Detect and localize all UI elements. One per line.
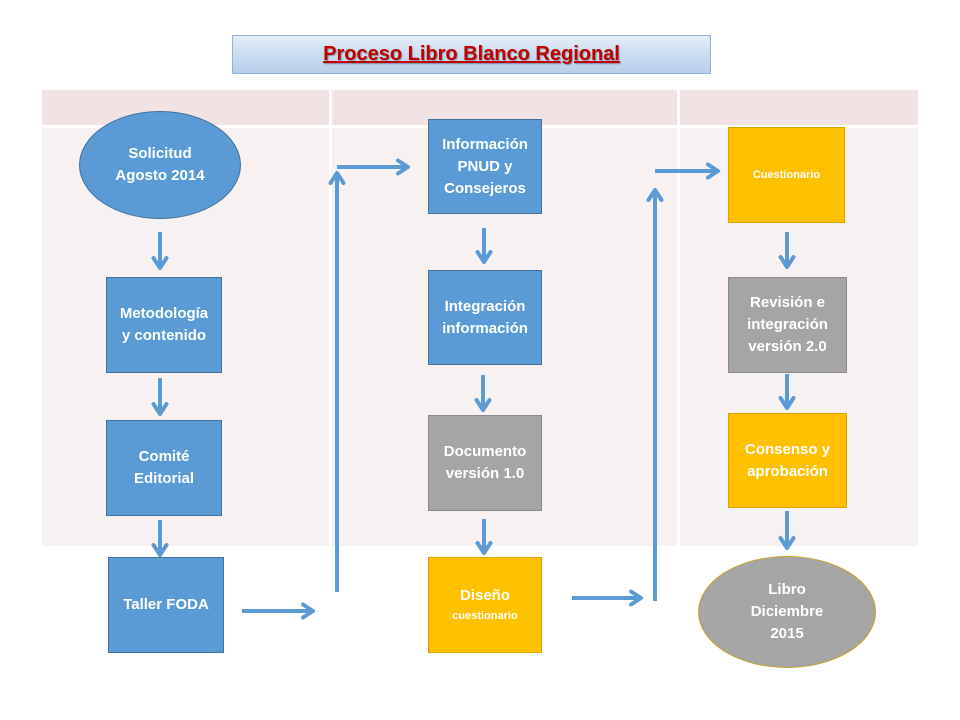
node-label-line: Metodología [119, 305, 209, 322]
node-cuestionario: Cuestionario [728, 127, 845, 223]
node-label-line: Taller FODA [123, 596, 209, 613]
title-banner: Proceso Libro Blanco Regional [232, 35, 711, 74]
node-solicitud: Solicitud Agosto 2014 [79, 111, 241, 219]
node-label-line: Información [442, 135, 528, 153]
node-consenso-aprobacion: Consenso y aprobación [728, 413, 847, 508]
node-label-line: Libro [768, 581, 806, 598]
node-label-line: Solicitud [128, 145, 192, 162]
node-label-line: Diseño [459, 587, 510, 604]
node-taller-foda: Taller FODA [108, 557, 224, 653]
node-informacion-pnud: Información PNUD y Consejeros [428, 119, 542, 214]
node-label-line: Agosto 2014 [115, 167, 205, 184]
node-label-line: 2015 [770, 625, 804, 642]
lane-header-3 [680, 90, 918, 125]
node-revision-version-2: Revisión e integración versión 2.0 [728, 277, 847, 373]
node-label-line: Revisión e [749, 294, 826, 311]
node-label-line: PNUD y [457, 157, 513, 175]
node-label-line: y contenido [121, 327, 207, 344]
node-label-line: cuestionario [452, 610, 518, 622]
node-metodologia: Metodología y contenido [106, 277, 222, 373]
page-title: Proceso Libro Blanco Regional [323, 43, 620, 65]
node-label-line: Consenso y [744, 440, 831, 458]
node-label-line: aprobación [747, 462, 828, 480]
node-label-line: Integración [444, 297, 526, 315]
node-label-line: integración [747, 316, 828, 333]
node-label-line: Comité [138, 448, 190, 465]
node-label-line: Consejeros [444, 179, 526, 197]
node-label-line: información [442, 319, 528, 337]
node-label-line: Editorial [133, 470, 194, 487]
node-label-line: versión 2.0 [748, 338, 827, 355]
node-diseno-cuestionario: Diseño cuestionario [428, 557, 542, 653]
node-integracion-informacion: Integración información [428, 270, 542, 365]
node-label-line: Documento [443, 443, 527, 460]
node-documento-version-1: Documento versión 1.0 [428, 415, 542, 511]
node-libro-diciembre: Libro Diciembre 2015 [698, 556, 876, 668]
node-label-line: Diciembre [750, 603, 824, 620]
node-label-line: versión 1.0 [445, 465, 525, 482]
node-label-line: Cuestionario [752, 169, 821, 181]
node-comite-editorial: Comité Editorial [106, 420, 222, 516]
